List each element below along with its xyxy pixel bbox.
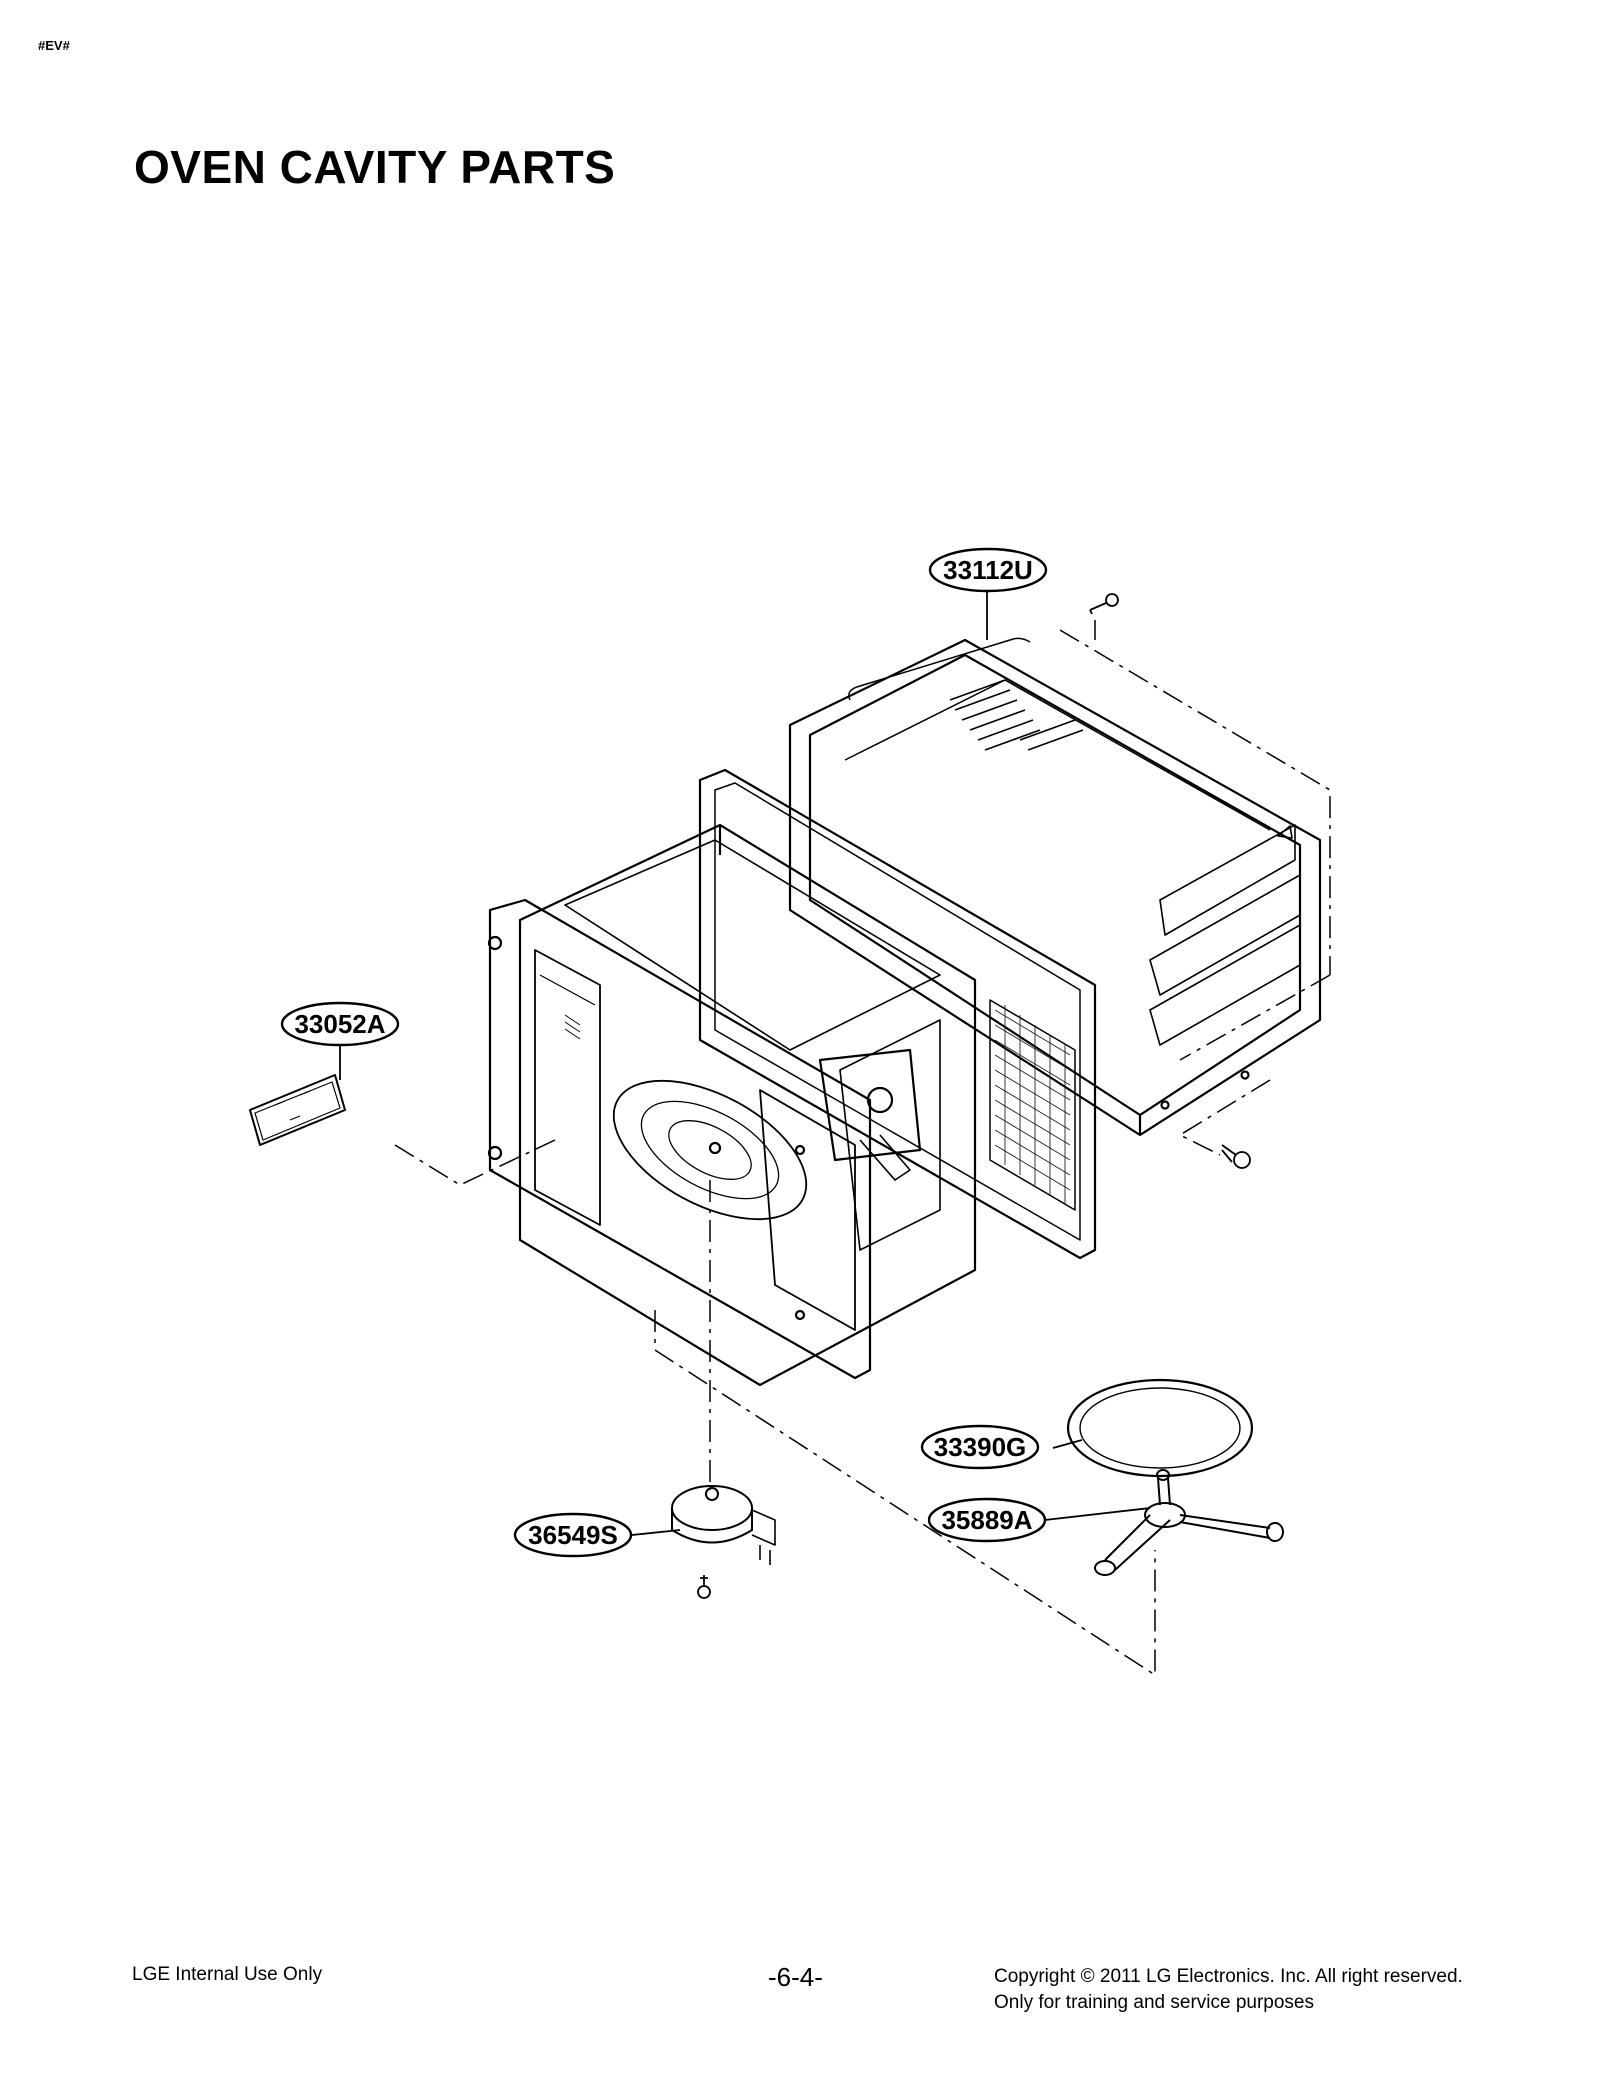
callout-36549S: 36549S	[513, 1512, 633, 1558]
callout-33052A: 33052A	[280, 1001, 400, 1047]
roller-ring	[1094, 1469, 1284, 1576]
page-title: OVEN CAVITY PARTS	[134, 141, 616, 193]
svg-text:35889A: 35889A	[941, 1505, 1032, 1535]
outer-cabinet	[788, 637, 1322, 1137]
copyright-text: Copyright © 2011 LG Electronics. Inc. Al…	[994, 1966, 1463, 1987]
turntable-motor	[671, 1485, 776, 1565]
callout-35889A: 35889A	[927, 1497, 1047, 1543]
front-frame	[487, 898, 872, 1380]
footer-copyright-block: Copyright © 2011 LG Electronics. Inc. Al…	[994, 1964, 1463, 2016]
document-tag: #EV#	[38, 38, 70, 53]
svg-text:33052A: 33052A	[294, 1009, 385, 1039]
screw-top	[1089, 593, 1119, 615]
rear-panel	[698, 768, 1097, 1260]
lamp-cover	[249, 1074, 346, 1146]
footer-internal-note: LGE Internal Use Only	[132, 1964, 323, 1985]
screw-motor	[697, 1575, 711, 1599]
purpose-text: Only for training and service purposes	[994, 1992, 1314, 2013]
page-number: -6-4-	[768, 1962, 823, 1992]
inner-cavity	[518, 823, 977, 1387]
svg-text:36549S: 36549S	[528, 1520, 618, 1550]
glass-tray	[1066, 1378, 1254, 1478]
callout-33112U: 33112U	[928, 547, 1048, 593]
svg-text:33112U: 33112U	[943, 555, 1033, 585]
screw-side	[1221, 1144, 1251, 1169]
callout-33390G: 33390G	[920, 1424, 1040, 1470]
svg-text:33390G: 33390G	[934, 1432, 1027, 1462]
